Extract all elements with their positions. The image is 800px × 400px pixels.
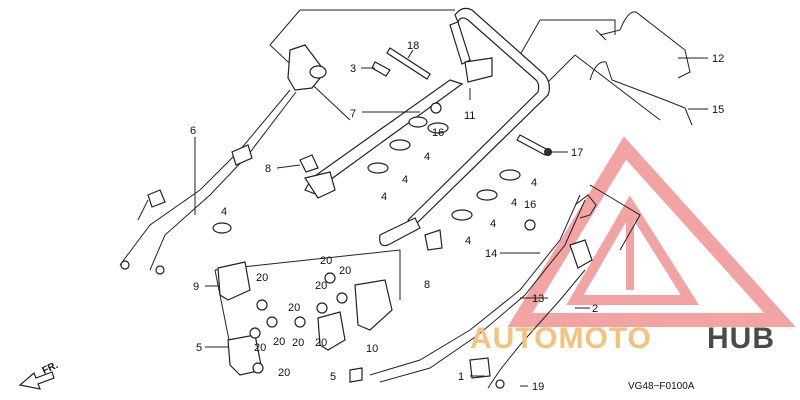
- cable-clips: [212, 116, 521, 234]
- callout-4-d: 4: [531, 177, 537, 189]
- callout-14: 14: [485, 248, 497, 260]
- callout-2: 2: [592, 303, 598, 315]
- callout-6: 6: [190, 125, 196, 137]
- cable-guide-15: [589, 61, 693, 126]
- callout-20-f: 20: [273, 336, 285, 348]
- callout-4-f: 4: [490, 218, 496, 230]
- front-direction-label: FR.: [41, 360, 60, 377]
- callout-19: 19: [532, 381, 544, 393]
- lower-handle-arm: [304, 79, 464, 199]
- callout-15: 15: [712, 104, 724, 116]
- cables: [349, 194, 597, 389]
- callout-4-c: 4: [381, 191, 387, 203]
- callout-18: 18: [407, 40, 419, 52]
- leader-lines: [194, 49, 708, 387]
- callout-20-b: 20: [339, 265, 351, 277]
- callout-10: 10: [366, 343, 378, 355]
- callout-8-lower: 8: [424, 279, 430, 291]
- callout-5-left: 5: [196, 342, 202, 354]
- callout-5-right: 5: [330, 371, 336, 383]
- group-outline-lines: [214, 9, 661, 371]
- callout-4-g: 4: [465, 235, 471, 247]
- callout-4-a: 4: [424, 151, 430, 163]
- control-lever-assembly: [119, 44, 327, 275]
- watermark-triangle: [507, 136, 796, 327]
- cable-guide-12: [595, 11, 691, 79]
- watermark-word-2: HUB: [707, 322, 775, 355]
- callout-13: 13: [532, 293, 544, 305]
- callout-17: 17: [571, 147, 583, 159]
- callout-20-e: 20: [288, 302, 300, 314]
- watermark-word-1: AUTOMOTO: [470, 322, 652, 355]
- callout-20-g: 20: [254, 342, 266, 354]
- callout-20-h: 20: [292, 337, 304, 349]
- callout-9: 9: [193, 281, 199, 293]
- callout-11: 11: [464, 110, 475, 122]
- handle-pipe: [379, 7, 551, 247]
- callout-20-c: 20: [256, 272, 268, 284]
- callout-16-upper: 16: [432, 127, 444, 139]
- front-direction-arrow: [18, 371, 55, 390]
- callout-8-upper: 8: [265, 163, 271, 175]
- callout-20-i: 20: [315, 337, 327, 349]
- callout-labels: 18 3 7 11 16 12 15 6 8 4 4 4 4 4 4 4 4 1…: [190, 40, 724, 393]
- figure-code: VG48−F0100A: [628, 381, 695, 392]
- callout-4-h: 4: [221, 206, 227, 218]
- callout-4-b: 4: [402, 174, 408, 186]
- callout-7: 7: [350, 108, 356, 120]
- callout-20-a: 20: [320, 255, 332, 267]
- callout-20-d: 20: [315, 280, 327, 292]
- callout-3: 3: [350, 63, 356, 75]
- callout-1: 1: [458, 371, 464, 383]
- callout-4-e: 4: [511, 197, 517, 209]
- watermark-logo: AUTOMOTO HUB: [470, 322, 775, 355]
- callout-20-j: 20: [278, 367, 290, 379]
- callout-12: 12: [712, 53, 724, 65]
- fasteners: [249, 47, 552, 389]
- callout-16-lower: 16: [524, 199, 536, 211]
